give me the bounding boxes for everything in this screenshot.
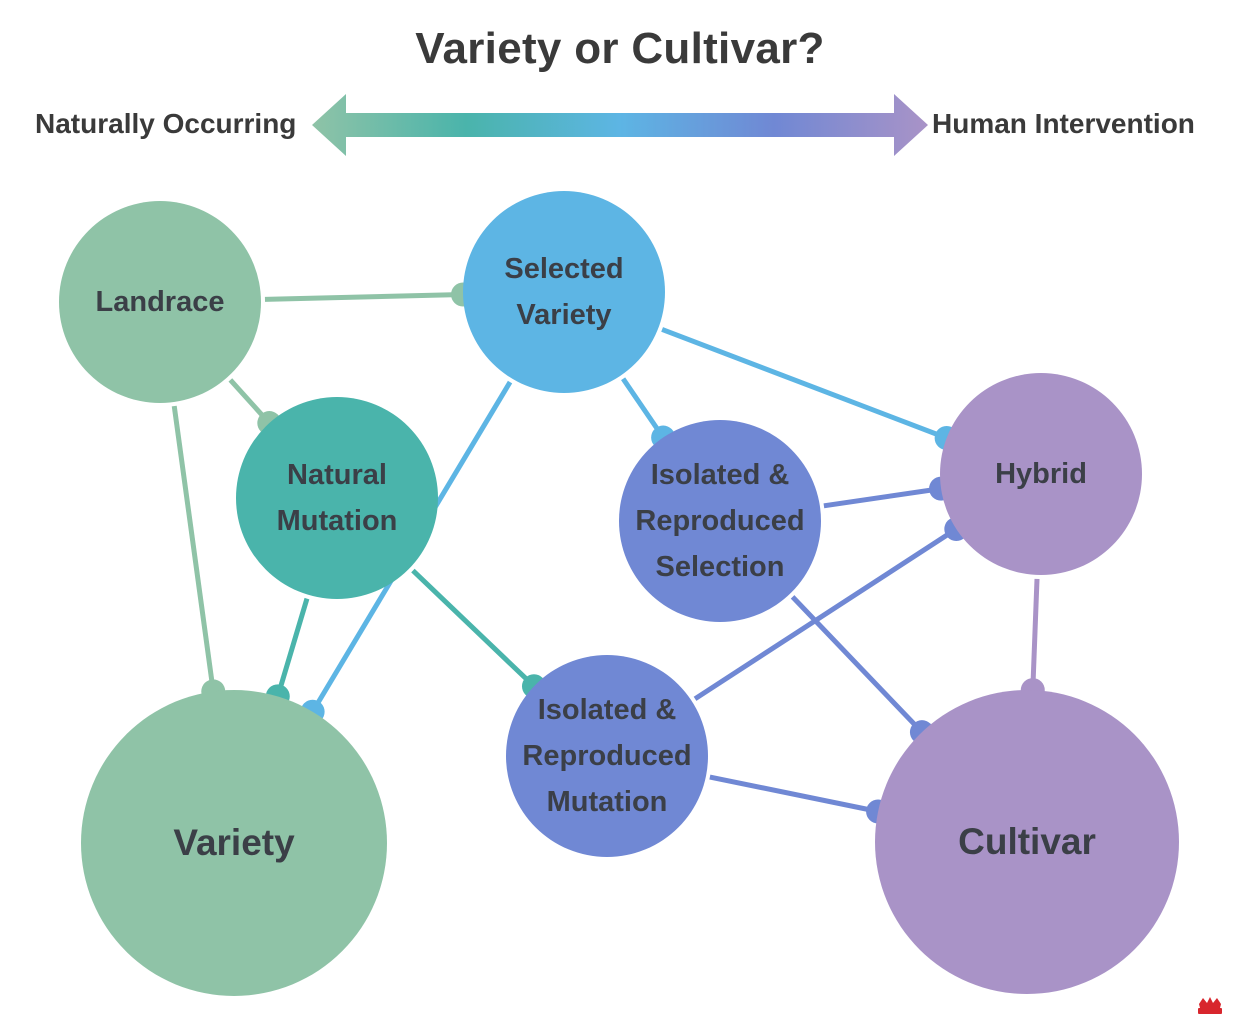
crown-icon (1198, 997, 1222, 1014)
node-label-line: Reproduced (635, 505, 805, 537)
node-isolated-mutation-circle (506, 655, 708, 857)
edge-natural_mutation-to-isolated_mutation (411, 568, 546, 699)
node-label-line: Hybrid (995, 458, 1087, 490)
node-hybrid-circle (940, 373, 1142, 575)
edge-isolated_selection-to-hybrid (823, 476, 954, 509)
node-label-line: Variety (173, 822, 295, 863)
edge-landrace-to-selected_variety (264, 282, 476, 307)
node-variety-circle (81, 690, 387, 996)
node-landrace-circle (59, 201, 261, 403)
scale-left-label: Naturally Occurring (35, 108, 297, 139)
node-natural-mutation-circle (236, 397, 438, 599)
node-label-line: Mutation (276, 505, 398, 537)
node-hybrid-label: Hybrid (995, 451, 1087, 497)
node-label-line: Reproduced (522, 740, 692, 772)
diagram-title: Variety or Cultivar? (415, 24, 825, 73)
node-variety-label: Variety (173, 820, 294, 866)
node-label-line: Mutation (546, 786, 668, 818)
node-label-line: Isolated & (650, 459, 790, 491)
royal-logo (1196, 995, 1224, 1020)
node-label-line: Natural (287, 459, 387, 491)
node-label-line: Selection (655, 551, 785, 583)
node-isolated-selection-circle (619, 420, 821, 622)
scale-right-label: Human Intervention (932, 108, 1195, 139)
node-label-line: Variety (516, 299, 612, 331)
edge-isolated_mutation-to-cultivar (709, 774, 891, 824)
node-landrace-label: Landrace (96, 279, 225, 325)
node-label-line: Cultivar (958, 821, 1096, 862)
edge-landrace-to-variety (171, 405, 226, 704)
node-selected-variety-circle (463, 191, 665, 393)
node-label-line: Isolated & (537, 694, 677, 726)
node-cultivar-circle (875, 690, 1179, 994)
node-label-line: Landrace (95, 286, 225, 318)
node-label-line: Selected (504, 253, 624, 285)
node-cultivar-label: Cultivar (958, 819, 1096, 865)
edge-natural_mutation-to-variety (265, 597, 310, 709)
scale-double-arrow (312, 94, 928, 156)
edge-hybrid-to-cultivar (1020, 578, 1045, 703)
